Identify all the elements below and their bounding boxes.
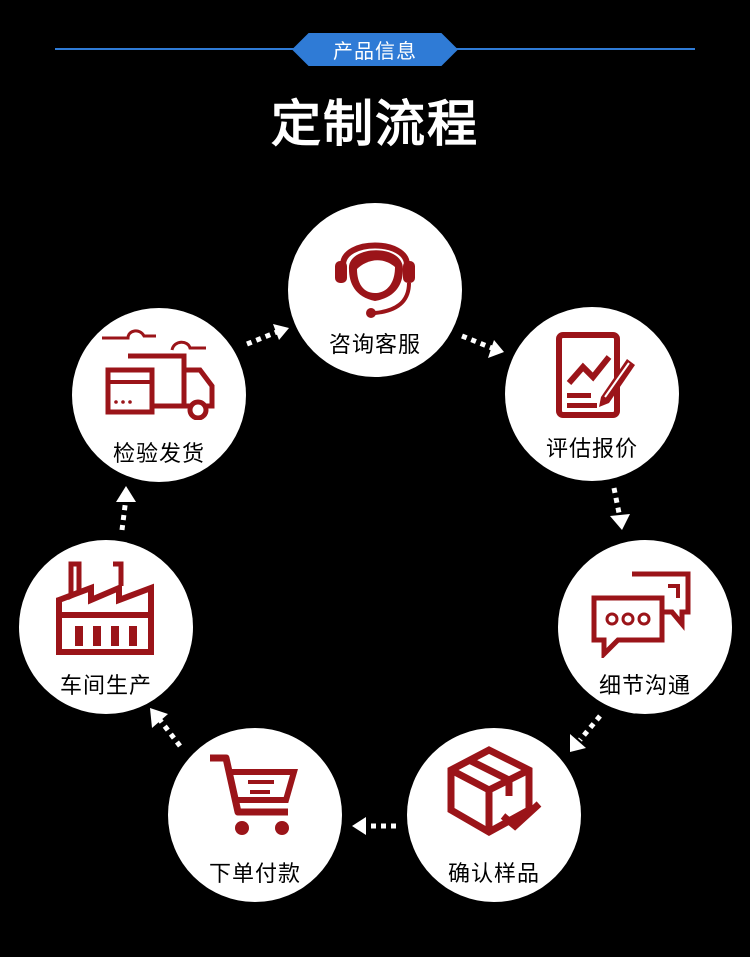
step-workshop-production: 车间生产: [19, 540, 193, 714]
headset-agent-icon: [335, 242, 415, 318]
document-pen-icon: [556, 332, 635, 418]
chat-bubbles-icon: [591, 571, 691, 658]
step-label: 确认样品: [447, 862, 540, 887]
arrow-consult-to-evaluate: [461, 333, 504, 358]
arrow-inspect-to-consult: [246, 324, 289, 347]
arrow-confirm-to-order: [352, 817, 396, 835]
step-confirm-sample: 确认样品: [407, 728, 581, 902]
step-label: 下单付款: [208, 862, 301, 887]
page-title: 定制流程: [271, 95, 479, 153]
step-label: 车间生产: [59, 674, 152, 699]
step-label: 细节沟通: [598, 674, 691, 699]
section-tag: 产品信息: [292, 33, 458, 66]
arrow-production-to-inspect: [116, 486, 136, 531]
arrow-detail-to-confirm: [570, 714, 602, 752]
shopping-cart-icon: [210, 754, 298, 835]
arrow-evaluate-to-detail: [610, 487, 630, 530]
delivery-truck-icon: [102, 329, 215, 420]
step-consult-service: 咨询客服: [288, 203, 462, 377]
header-line-right: [450, 48, 695, 50]
step-label: 评估报价: [545, 437, 638, 462]
step-detail-communication: 细节沟通: [558, 540, 732, 714]
box-check-icon: [447, 746, 542, 837]
step-label: 检验发货: [112, 442, 205, 467]
step-evaluate-quote: 评估报价: [505, 307, 679, 481]
arrow-order-to-production: [150, 708, 182, 748]
factory-icon: [56, 561, 154, 655]
step-order-payment: 下单付款: [168, 728, 342, 902]
step-label: 咨询客服: [328, 333, 421, 358]
header-line-left: [55, 48, 300, 50]
step-inspect-ship: 检验发货: [72, 308, 246, 482]
